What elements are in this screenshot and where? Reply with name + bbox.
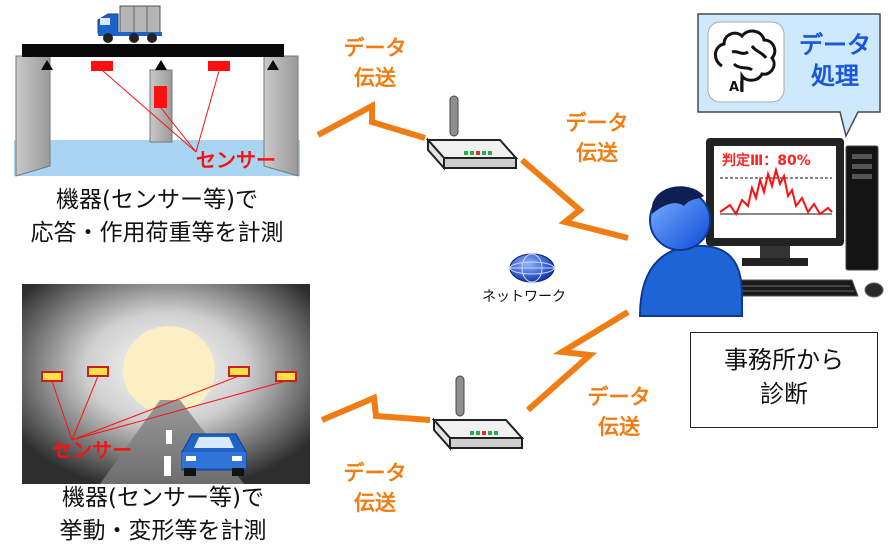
bridge-water xyxy=(14,140,300,176)
tunnel-scene xyxy=(22,284,310,484)
ai-bubble-text: データ 処理 xyxy=(790,30,880,92)
tunnel-caption-line-1: 機器(センサー等)で xyxy=(62,485,264,511)
globe-icon xyxy=(509,253,555,283)
tunnel-caption: 機器(センサー等)で 挙動・変形等を計測 xyxy=(6,482,320,548)
bolt-router-to-office-lower xyxy=(526,309,630,413)
bridge-caption: 機器(センサー等)で 応答・作用荷重等を計測 xyxy=(0,184,314,250)
tunnel-caption-line-2: 挙動・変形等を計測 xyxy=(59,518,267,544)
network-label: ネットワーク xyxy=(482,289,566,305)
bridge-left-abutment xyxy=(15,55,51,177)
car-icon xyxy=(181,433,247,476)
bridge-sensor-label: センサー xyxy=(196,148,276,172)
bearing-left xyxy=(41,60,53,70)
computer-icon xyxy=(706,138,884,298)
transfer-label-line: データ xyxy=(565,111,629,135)
transfer-label-line: データ xyxy=(343,461,407,485)
router-bottom-icon xyxy=(431,375,525,451)
mouse xyxy=(864,282,884,298)
road-line-1 xyxy=(166,430,172,444)
transfer-label-line: 伝送 xyxy=(598,415,640,439)
truck-icon xyxy=(97,5,162,43)
monitor-stand xyxy=(760,246,790,260)
bridge-caption-line-1: 機器(センサー等)で xyxy=(56,187,258,213)
bridge-scene xyxy=(14,5,300,177)
ai-bubble-line-1: データ xyxy=(799,31,871,59)
tunnel-sensor-lines xyxy=(51,375,287,441)
tunnel-sensor-2 xyxy=(87,366,109,377)
bridge-deck xyxy=(22,44,284,57)
transfer-label-line: 伝送 xyxy=(576,141,618,165)
bridge-caption-line-2: 応答・作用荷重等を計測 xyxy=(30,220,284,246)
road-line-2 xyxy=(164,456,171,476)
transfer-label-office-lower: データ 伝送 xyxy=(574,382,664,442)
transmission-bolts xyxy=(316,100,630,423)
transfer-label-line: 伝送 xyxy=(354,491,396,515)
ai-speech-bubble xyxy=(697,13,881,139)
transfer-label-office-upper: データ 伝送 xyxy=(552,108,642,168)
monitor-screen-text: 判定Ⅲ：80% xyxy=(722,153,811,169)
transfer-label-bridge: データ 伝送 xyxy=(330,33,420,93)
ai-text: AI xyxy=(729,80,744,95)
bolt-bridge-to-router xyxy=(316,100,426,141)
bearing-center xyxy=(155,60,167,70)
brain-icon xyxy=(714,29,777,92)
bridge-sensor-right xyxy=(208,61,230,71)
office-diagnosis-box: 事務所から 診断 xyxy=(690,332,878,428)
office-line-2: 診断 xyxy=(760,380,808,408)
tunnel-light xyxy=(123,326,215,414)
tunnel-sensor-3 xyxy=(228,366,250,377)
tunnel-sensor-1 xyxy=(41,371,63,382)
bolt-router-to-office xyxy=(520,157,629,241)
transfer-label-line: 伝送 xyxy=(354,66,396,90)
monitor-base xyxy=(742,258,808,266)
bridge-sensor-lines xyxy=(102,70,220,153)
brain-icon-frame xyxy=(707,21,785,103)
bridge-sensor-pier xyxy=(154,86,167,108)
office-line-1: 事務所から xyxy=(724,346,844,374)
monitor-screen xyxy=(714,146,836,238)
transfer-label-tunnel: データ 伝送 xyxy=(330,458,420,518)
person-icon xyxy=(638,186,743,317)
bearing-right xyxy=(267,60,279,70)
bolt-tunnel-to-router xyxy=(320,393,431,423)
tunnel-sensor-label: センサー xyxy=(52,438,132,462)
bridge-sensor-left xyxy=(91,61,113,71)
tunnel-sensor-4 xyxy=(275,371,297,382)
monitor-graph xyxy=(719,166,833,217)
transfer-label-line: データ xyxy=(343,36,407,60)
router-top-icon xyxy=(425,95,519,171)
bridge-right-abutment xyxy=(263,55,299,177)
transfer-label-line: データ xyxy=(587,385,651,409)
ai-bubble-line-2: 処理 xyxy=(811,62,859,90)
